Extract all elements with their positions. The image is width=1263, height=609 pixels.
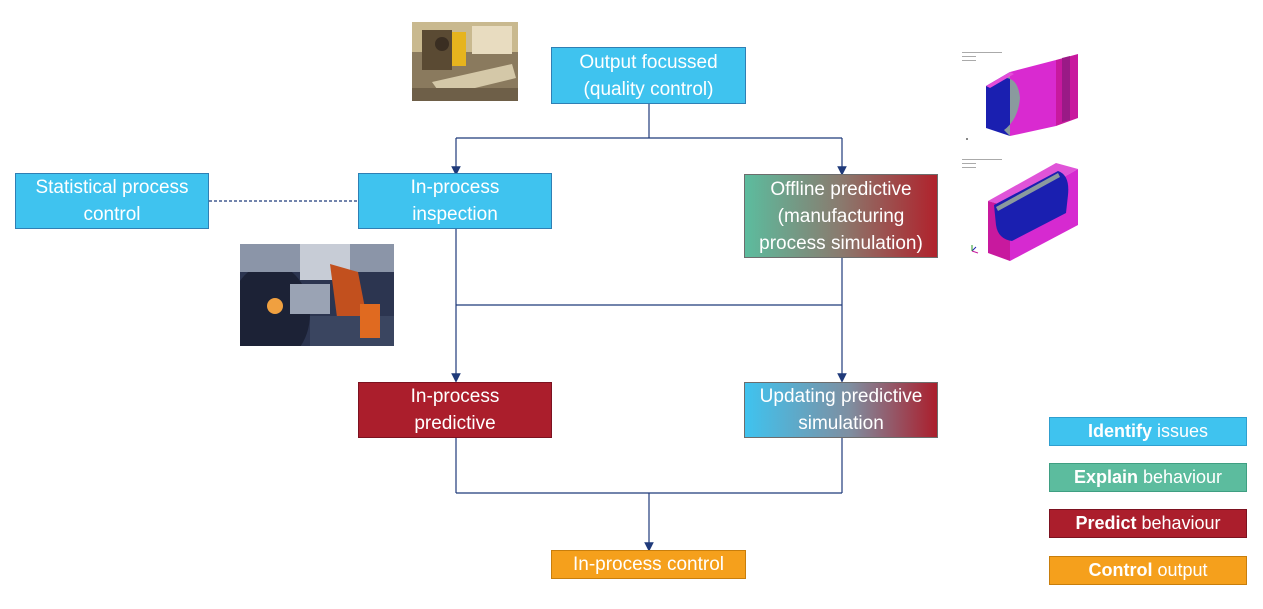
legend-control-rest: output (1157, 560, 1208, 580)
in-process-inspection-label: In-process inspection (410, 177, 500, 225)
output-focussed-box: Output focussed (quality control) (551, 47, 746, 104)
legend-identify: Identify issues (1049, 417, 1247, 446)
in-process-inspection-box: In-process inspection (358, 173, 552, 229)
updating-predictive-simulation-box: Updating predictive simulation (744, 382, 938, 438)
simulation-render-top (958, 48, 1083, 150)
manufacturing-workshop-photo (412, 22, 518, 101)
simulation-render-bottom (958, 155, 1083, 265)
statistical-process-control-label: Statistical process control (35, 177, 189, 225)
legend-predict-bold: Predict (1075, 513, 1137, 533)
legend-identify-bold: Identify (1087, 421, 1152, 441)
robotic-inspection-photo (240, 244, 394, 346)
legend-identify-rest: issues (1156, 421, 1209, 441)
legend-control: Control output (1049, 556, 1247, 585)
legend-explain-rest: behaviour (1142, 467, 1223, 487)
in-process-control-box: In-process control (551, 550, 746, 579)
legend-predict-rest: behaviour (1141, 513, 1221, 533)
legend-explain-bold: Explain (1073, 467, 1138, 487)
legend-predict: Predict behaviour (1049, 509, 1247, 538)
offline-predictive-box: Offline predictive (manufacturing proces… (744, 174, 938, 258)
in-process-predictive-box: In-process predictive (358, 382, 552, 438)
legend-control-bold: Control (1088, 560, 1153, 580)
legend-explain: Explain behaviour (1049, 463, 1247, 492)
in-process-control-label: In-process control (572, 554, 724, 575)
updating-predictive-simulation-label: Updating predictive simulation (759, 386, 923, 434)
output-focussed-label: Output focussed (quality control) (579, 51, 718, 100)
statistical-process-control-box: Statistical process control (15, 173, 209, 229)
offline-predictive-label: Offline predictive (manufacturing proces… (759, 178, 923, 254)
in-process-predictive-label: In-process predictive (410, 386, 500, 434)
